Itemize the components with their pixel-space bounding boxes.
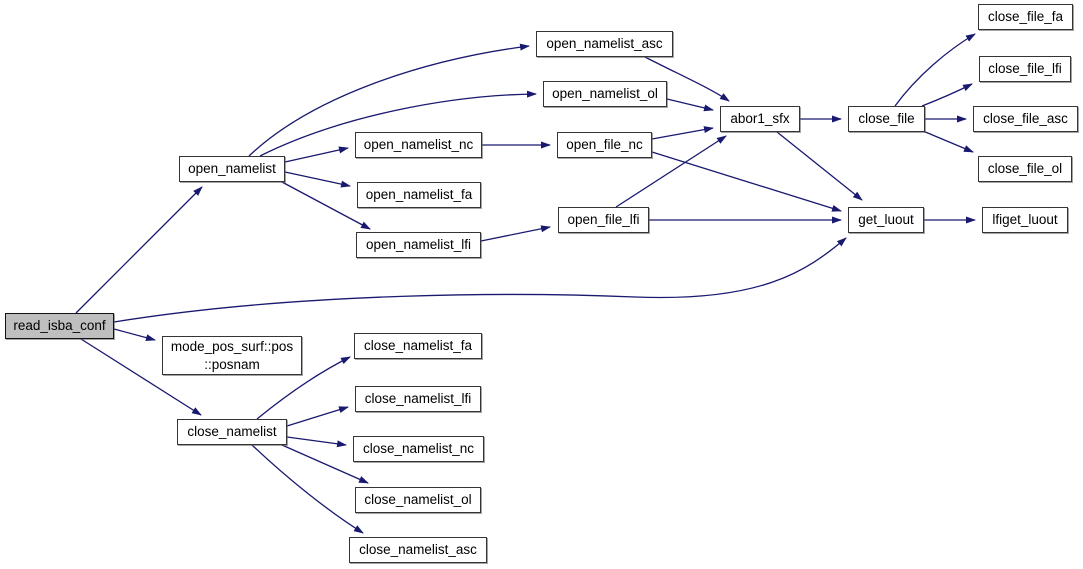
edge-close_namelist-to-close_namelist_nc: [286, 436, 347, 448]
node-close_file_lfi[interactable]: close_file_lfi: [979, 56, 1071, 82]
edge-open_namelist-to-open_namelist_ol: [259, 90, 537, 157]
edge-open_file_nc-to-abor1_sfx: [651, 126, 714, 140]
edge-open_namelist_asc-to-abor1_sfx: [644, 56, 730, 102]
node-open_namelist[interactable]: open_namelist: [179, 156, 285, 182]
node-close_namelist[interactable]: close_namelist: [177, 419, 287, 445]
edge-open_namelist-to-open_namelist_nc: [284, 146, 349, 163]
edge-close_namelist-to-close_namelist_fa: [256, 356, 351, 420]
node-close_file_fa[interactable]: close_file_fa: [978, 4, 1073, 30]
edge-read_isba_conf-to-open_namelist: [75, 186, 203, 314]
node-open_file_nc[interactable]: open_file_nc: [557, 132, 652, 158]
node-mode_pos_surf-pos-posnam[interactable]: mode_pos_surf::pos ::posnam: [162, 336, 302, 375]
node-close_file_asc[interactable]: close_file_asc: [973, 106, 1078, 132]
edge-open_namelist-to-open_namelist_asc: [248, 43, 530, 157]
edge-open_namelist-to-open_namelist_fa: [284, 171, 351, 188]
node-open_namelist_nc[interactable]: open_namelist_nc: [355, 132, 482, 158]
edge-close_namelist-to-close_namelist_asc: [251, 444, 364, 534]
edge-open_namelist-to-open_namelist_lfi: [281, 181, 371, 230]
node-close_namelist_fa[interactable]: close_namelist_fa: [354, 333, 482, 359]
edge-open_file_lfi-to-abor1_sfx: [615, 135, 727, 208]
edge-close_file-to-close_file_ol: [922, 130, 974, 153]
edge-close_namelist-to-close_namelist_lfi: [286, 406, 349, 427]
node-get_luout[interactable]: get_luout: [848, 207, 924, 233]
node-open_namelist_lfi[interactable]: open_namelist_lfi: [356, 232, 481, 258]
node-close_namelist_ol[interactable]: close_namelist_ol: [355, 487, 481, 513]
edge-open_namelist_ol-to-abor1_sfx: [666, 98, 714, 112]
node-close_file_ol[interactable]: close_file_ol: [978, 156, 1072, 182]
node-close_namelist_asc[interactable]: close_namelist_asc: [349, 537, 487, 563]
node-open_namelist_fa[interactable]: open_namelist_fa: [357, 182, 481, 208]
edge-open_namelist_lfi-to-open_file_lfi: [480, 225, 551, 242]
node-read_isba_conf[interactable]: read_isba_conf: [5, 313, 114, 339]
edge-read_isba_conf-to-close_namelist: [80, 338, 202, 416]
edge-read_isba_conf-to-mode_pos_surf_pos_posnam: [113, 328, 156, 342]
node-close_namelist_lfi[interactable]: close_namelist_lfi: [355, 386, 481, 412]
node-close_file[interactable]: close_file: [848, 106, 925, 132]
edge-close_namelist-to-close_namelist_ol: [281, 444, 369, 484]
edge-open_file_nc-to-get_luout: [651, 151, 842, 212]
node-abor1_sfx[interactable]: abor1_sfx: [720, 106, 800, 132]
edge-abor1_sfx-to-get_luout: [776, 131, 863, 201]
edge-close_file-to-close_file_fa: [894, 33, 976, 107]
node-open_file_lfi[interactable]: open_file_lfi: [558, 207, 649, 233]
node-lfiget_luout[interactable]: lfiget_luout: [982, 207, 1068, 233]
edge-close_file-to-close_file_lfi: [921, 83, 973, 107]
node-open_namelist_asc[interactable]: open_namelist_asc: [536, 31, 673, 57]
node-close_namelist_nc[interactable]: close_namelist_nc: [353, 436, 484, 462]
node-open_namelist_ol[interactable]: open_namelist_ol: [543, 81, 667, 107]
edge-read_isba_conf-to-get_luout: [113, 237, 847, 323]
